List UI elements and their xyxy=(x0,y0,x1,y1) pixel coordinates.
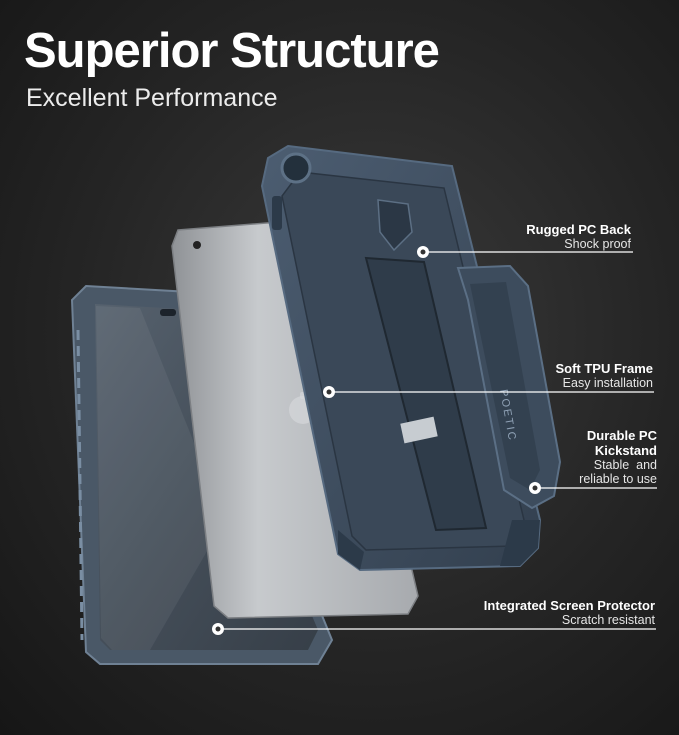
tablet-camera-icon xyxy=(193,241,201,249)
callout-kickstand-title-1: Durable PC xyxy=(586,428,657,443)
callout-tpu-frame-title: Soft TPU Frame xyxy=(555,361,653,376)
callout-rugged-back-subtitle: Shock proof xyxy=(564,237,631,251)
callout-kickstand-subtitle-1: Stable and xyxy=(593,458,657,472)
callout-screen-protector-subtitle: Scratch resistant xyxy=(561,613,655,627)
callout-tpu-frame: Soft TPU Frame Easy installation xyxy=(555,361,653,390)
callout-rugged-back: Rugged PC Back Shock proof xyxy=(526,222,631,251)
shield-logo-icon xyxy=(377,199,413,252)
kickstand-hinge xyxy=(400,416,438,444)
kickstand-piece: POETIC xyxy=(456,264,562,510)
callout-kickstand-subtitle-2: reliable to use xyxy=(579,472,657,486)
callout-kickstand-title-2: Kickstand xyxy=(594,443,657,458)
case-side-buttons xyxy=(272,196,282,230)
camera-cutout xyxy=(160,309,176,316)
callout-screen-protector-title: Integrated Screen Protector xyxy=(483,598,655,613)
callout-tpu-frame-subtitle: Easy installation xyxy=(562,376,653,390)
callout-kickstand: Durable PC Kickstand Stable and reliable… xyxy=(579,428,657,486)
page-title: Superior Structure xyxy=(24,24,440,78)
callout-rugged-back-title: Rugged PC Back xyxy=(526,222,631,237)
page-subtitle: Excellent Performance xyxy=(26,84,278,112)
case-camera-ring xyxy=(280,152,312,184)
callout-lines xyxy=(212,246,657,635)
callout-screen-protector: Integrated Screen Protector Scratch resi… xyxy=(484,598,655,627)
